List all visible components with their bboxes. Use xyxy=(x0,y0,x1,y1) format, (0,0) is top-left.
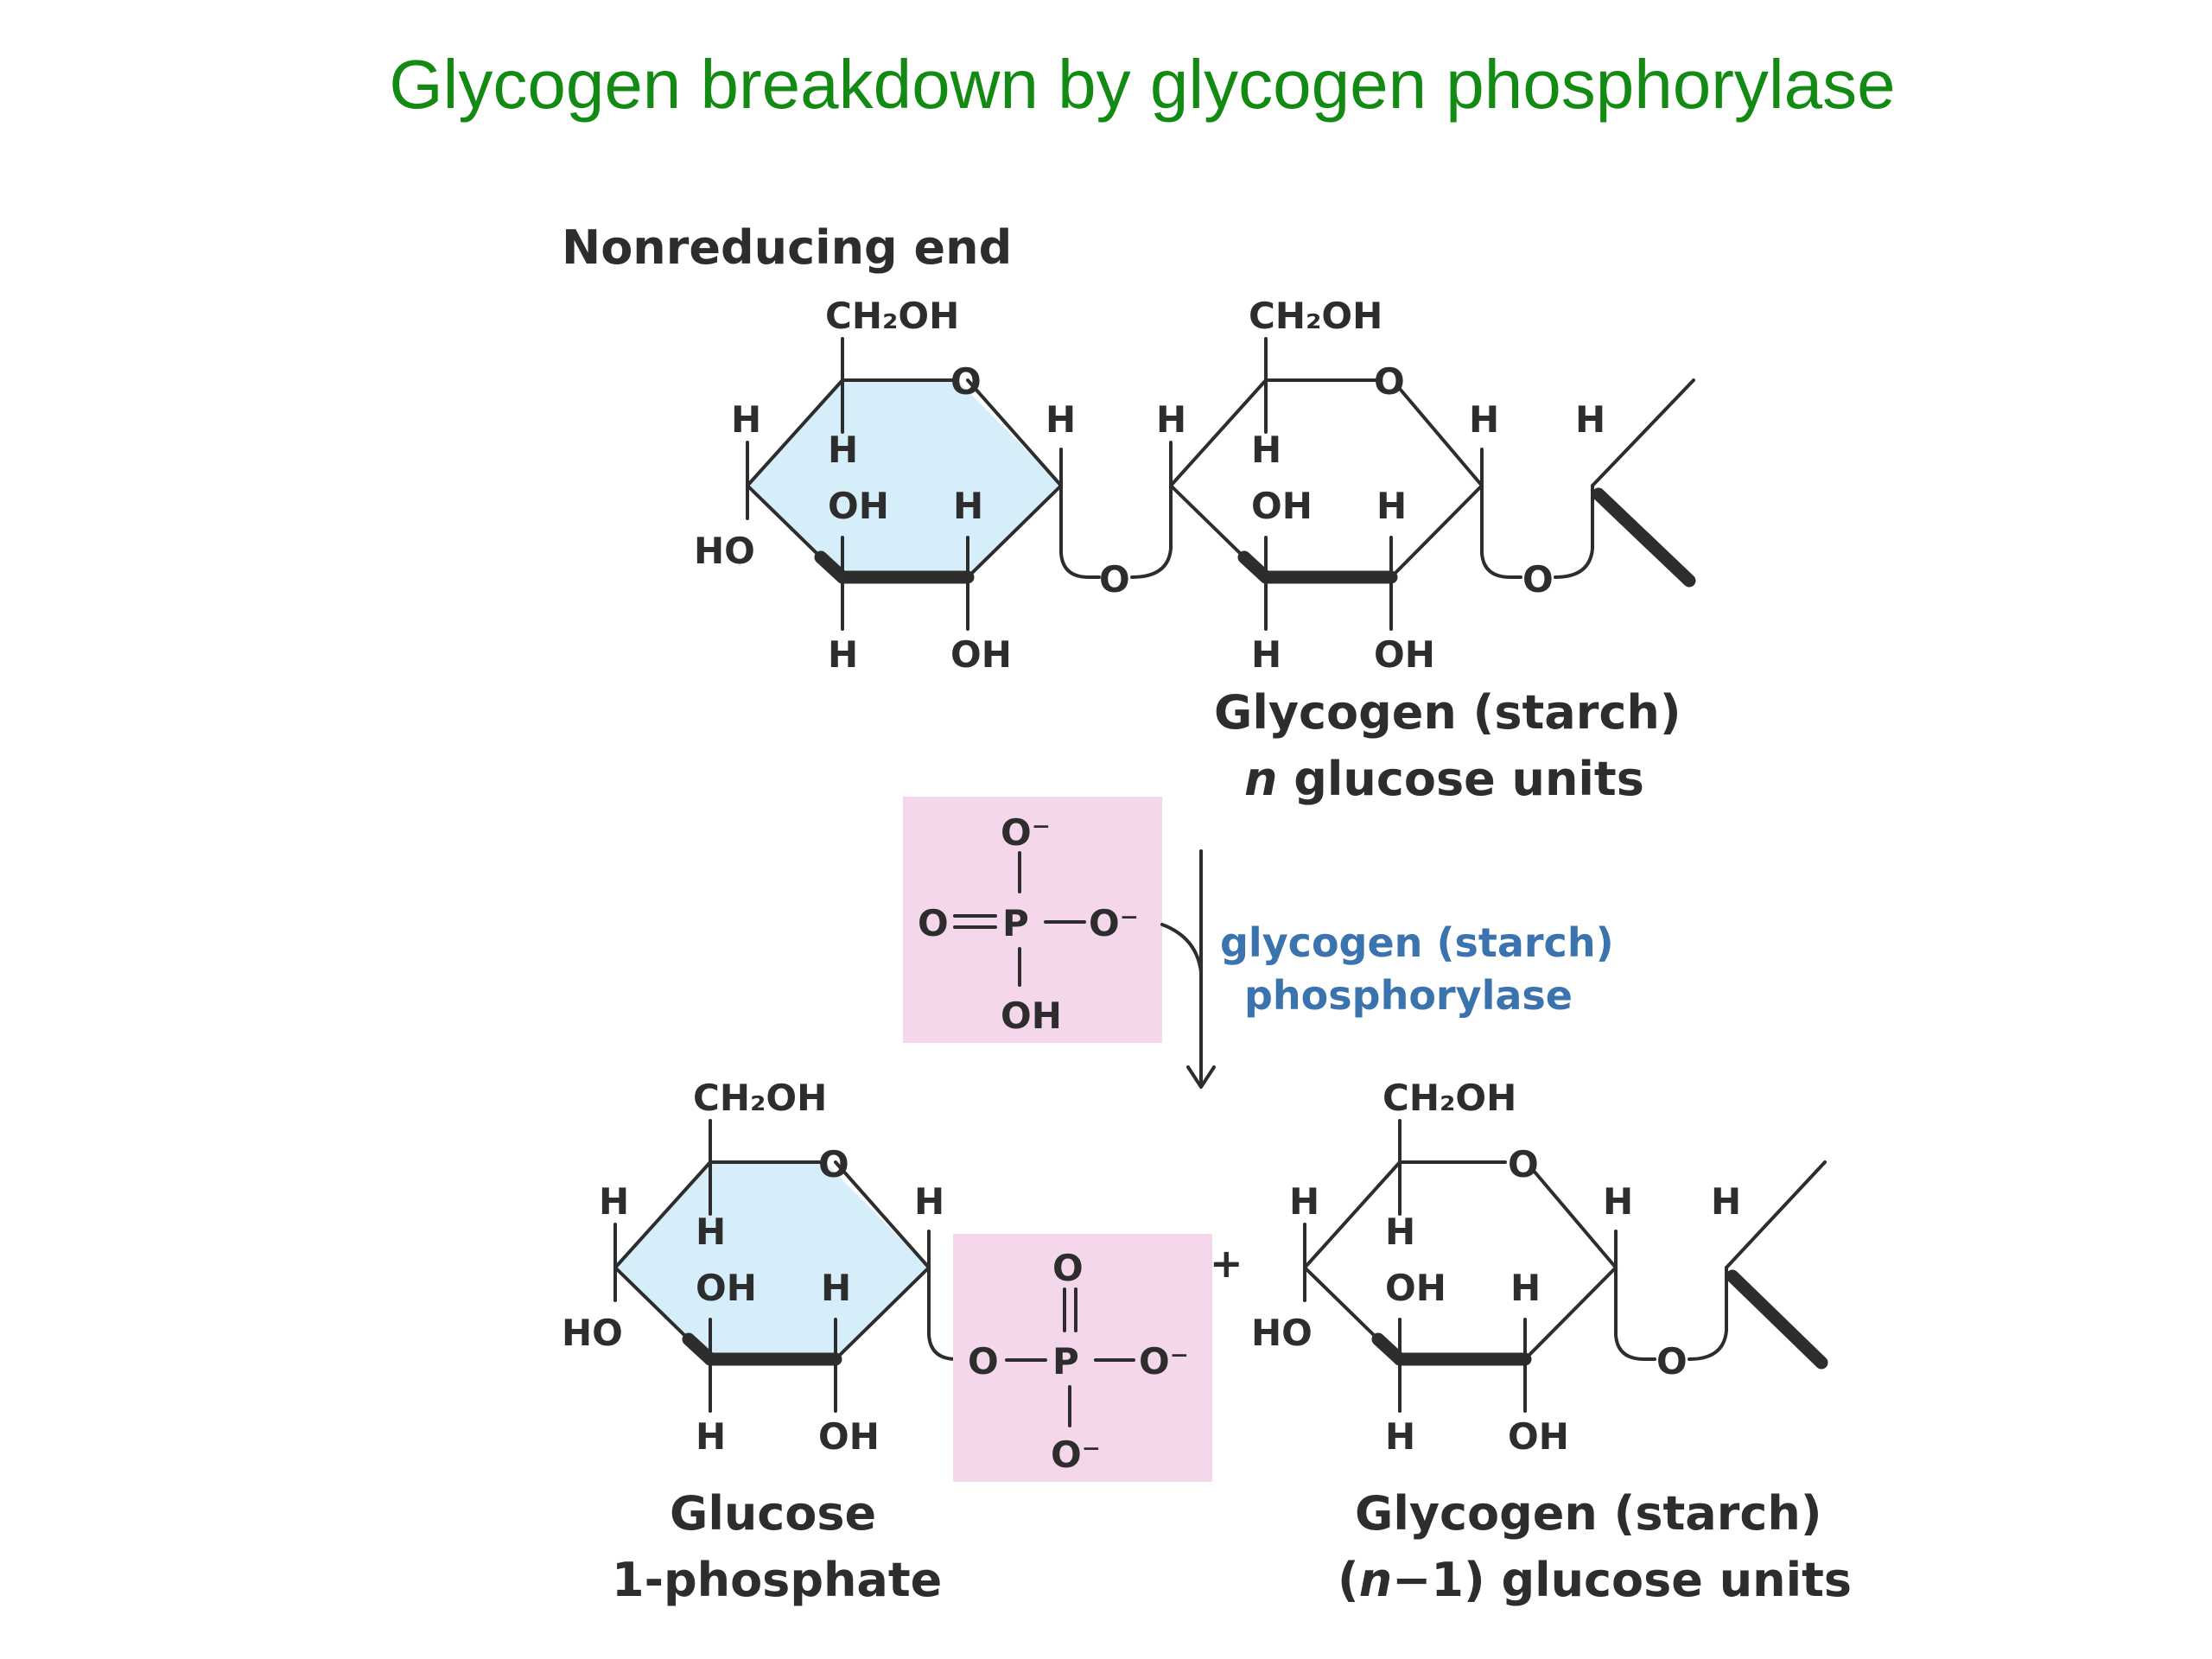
glycogen-top-caption: Glycogen (starch) xyxy=(1214,685,1681,740)
enzyme-label-line2: phosphorylase xyxy=(1244,972,1573,1019)
reaction-arrow xyxy=(1160,849,1216,1089)
plus-sign: + xyxy=(1210,1240,1243,1287)
svg-text:OH: OH xyxy=(1508,1415,1569,1458)
svg-text:H: H xyxy=(828,633,858,676)
bottom-glycogen-ring xyxy=(1303,1119,1828,1413)
svg-text:H: H xyxy=(1385,1211,1415,1253)
svg-text:H: H xyxy=(821,1267,851,1309)
phosphate-reagent: O⁻ O P O⁻ OH xyxy=(918,811,1139,1037)
svg-text:OH: OH xyxy=(818,1415,880,1458)
svg-text:H: H xyxy=(1711,1180,1741,1223)
svg-text:OH: OH xyxy=(696,1267,757,1309)
svg-text:H: H xyxy=(953,485,983,527)
svg-text:H: H xyxy=(828,429,858,471)
svg-text:H: H xyxy=(1046,398,1076,441)
top-glucose-ring-2 xyxy=(1130,337,1696,631)
svg-text:CH₂OH: CH₂OH xyxy=(693,1077,827,1119)
svg-text:OH: OH xyxy=(1251,485,1313,527)
glucose-1-phosphate-atoms: CH₂OH O H H H OH H HO H OH xyxy=(562,1077,944,1458)
phosphate-box-top xyxy=(903,797,1162,1043)
glycogen-top-units: n glucose units xyxy=(1244,752,1644,806)
svg-text:H: H xyxy=(1575,398,1605,441)
svg-text:H: H xyxy=(1156,398,1186,441)
svg-text:H: H xyxy=(1385,1415,1415,1458)
svg-text:O: O xyxy=(818,1143,849,1185)
phosphate-box-product xyxy=(953,1234,1212,1482)
svg-text:CH₂OH: CH₂OH xyxy=(1382,1077,1516,1119)
page-title: Glycogen breakdown by glycogen phosphory… xyxy=(389,46,1896,123)
svg-text:H: H xyxy=(599,1180,629,1223)
svg-text:O: O xyxy=(918,902,949,944)
svg-text:O: O xyxy=(950,360,982,403)
svg-text:H: H xyxy=(696,1211,726,1253)
glucose-1-phosphate-ring xyxy=(613,1119,968,1413)
svg-text:O⁻: O⁻ xyxy=(1139,1340,1189,1382)
svg-text:H: H xyxy=(696,1415,726,1458)
svg-text:OH: OH xyxy=(1385,1267,1446,1309)
enzyme-label-line1: glycogen (starch) xyxy=(1220,919,1614,966)
svg-text:H: H xyxy=(1376,485,1407,527)
top-glucose-ring-1 xyxy=(746,337,1101,631)
glycogen-bottom-caption: Glycogen (starch) xyxy=(1355,1486,1822,1541)
svg-text:O: O xyxy=(1099,558,1130,601)
svg-text:HO: HO xyxy=(694,530,755,572)
svg-text:O: O xyxy=(1656,1340,1688,1382)
svg-text:OH: OH xyxy=(950,633,1012,676)
svg-text:HO: HO xyxy=(562,1312,623,1354)
svg-text:O⁻: O⁻ xyxy=(1001,811,1051,854)
bottom-glycogen-atoms: CH₂OH O H H H H OH H HO H OH O xyxy=(1251,1077,1741,1458)
svg-text:O: O xyxy=(968,1340,999,1382)
svg-text:O: O xyxy=(1508,1143,1539,1185)
svg-text:P: P xyxy=(1002,902,1029,944)
product-phosphate: O P O⁻ O O⁻ xyxy=(968,1247,1189,1476)
svg-text:HO: HO xyxy=(1251,1312,1313,1354)
ring-fill xyxy=(747,380,1061,577)
svg-text:OH: OH xyxy=(828,485,889,527)
top-atom-labels: CH₂OH O H H H OH H HO H OH O CH₂OH O H H… xyxy=(694,295,1605,676)
glucose-caption-line2: 1-phosphate xyxy=(612,1553,942,1607)
svg-text:O: O xyxy=(1374,360,1405,403)
svg-text:O: O xyxy=(1522,558,1554,601)
svg-text:OH: OH xyxy=(1374,633,1435,676)
svg-text:O⁻: O⁻ xyxy=(1051,1433,1101,1476)
svg-text:CH₂OH: CH₂OH xyxy=(1249,295,1382,337)
svg-text:OH: OH xyxy=(1001,995,1062,1037)
svg-text:H: H xyxy=(1289,1180,1319,1223)
nonreducing-end-label: Nonreducing end xyxy=(562,220,1012,275)
ring-bonds xyxy=(746,378,959,559)
svg-text:H: H xyxy=(1251,429,1281,471)
svg-text:H: H xyxy=(914,1180,944,1223)
svg-text:H: H xyxy=(1510,1267,1541,1309)
svg-text:P: P xyxy=(1052,1340,1079,1382)
svg-text:H: H xyxy=(731,398,761,441)
svg-text:H: H xyxy=(1251,633,1281,676)
svg-text:O⁻: O⁻ xyxy=(1089,902,1139,944)
svg-text:H: H xyxy=(1603,1180,1633,1223)
svg-text:O: O xyxy=(1052,1247,1084,1289)
ch2oh-label: CH₂OH xyxy=(825,295,959,337)
glucose-caption-line1: Glucose xyxy=(670,1486,876,1541)
glycogen-bottom-units: (n−1) glucose units xyxy=(1338,1553,1852,1607)
svg-text:H: H xyxy=(1469,398,1499,441)
